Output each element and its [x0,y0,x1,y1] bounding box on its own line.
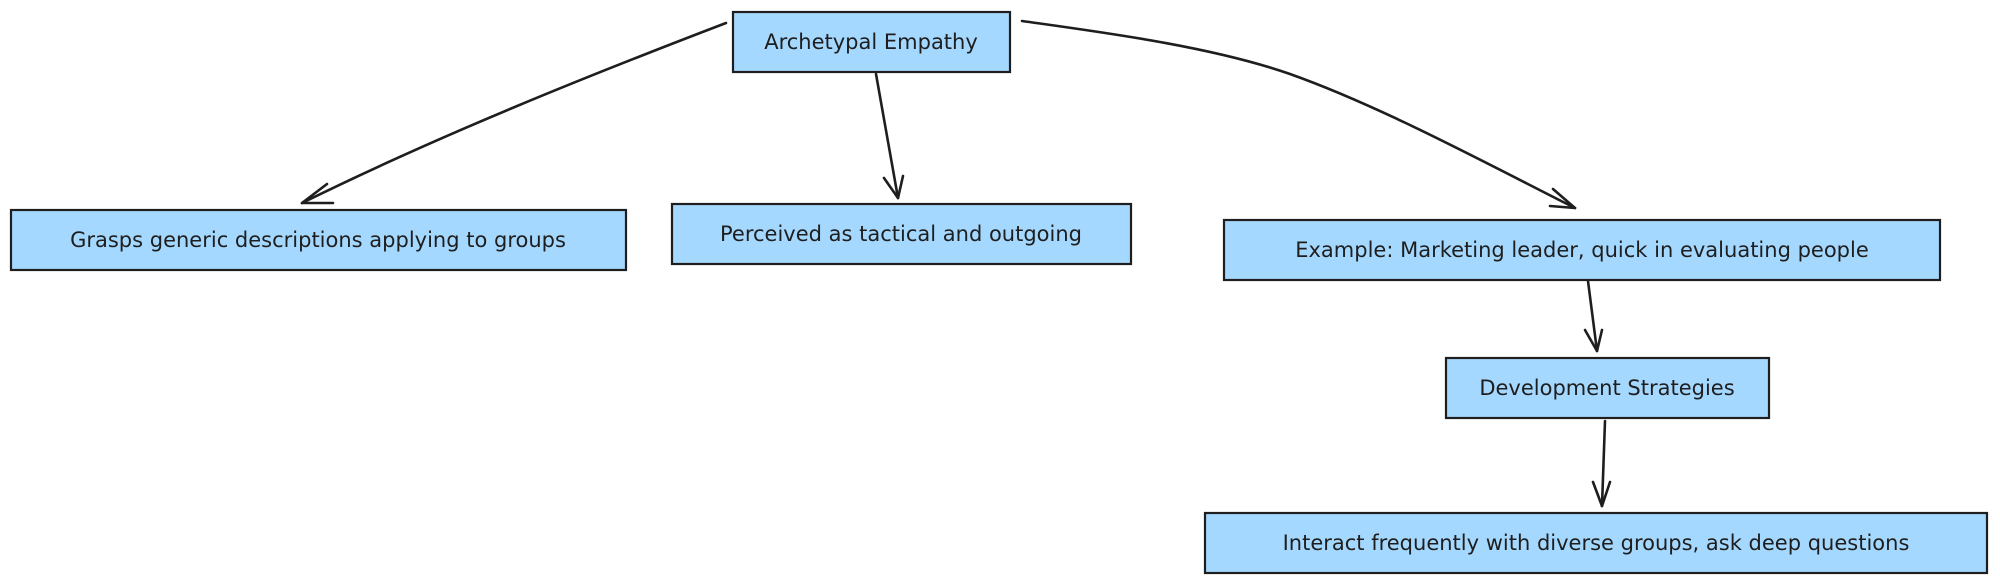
node-perceived-tactical-outgoing: Perceived as tactical and outgoing [670,202,1133,266]
node-interact-frequently: Interact frequently with diverse groups,… [1203,511,1989,575]
node-example-marketing-leader: Example: Marketing leader, quick in eval… [1222,218,1942,282]
node-label: Perceived as tactical and outgoing [720,222,1082,246]
node-label: Development Strategies [1479,376,1734,400]
edge-strategies-to-interact [1591,419,1612,508]
node-grasps-generic-descriptions: Grasps generic descriptions applying to … [9,208,628,272]
node-label: Archetypal Empathy [764,30,978,54]
node-development-strategies: Development Strategies [1444,356,1771,420]
edge-root-to-generic [300,21,728,205]
edge-root-to-example [1020,19,1577,210]
edge-example-to-strategies [1583,279,1604,353]
edge-root-to-tactical [874,72,905,200]
node-label: Example: Marketing leader, quick in eval… [1295,238,1869,262]
node-label: Grasps generic descriptions applying to … [70,228,566,252]
node-label: Interact frequently with diverse groups,… [1283,531,1910,555]
node-archetypal-empathy: Archetypal Empathy [731,10,1012,74]
